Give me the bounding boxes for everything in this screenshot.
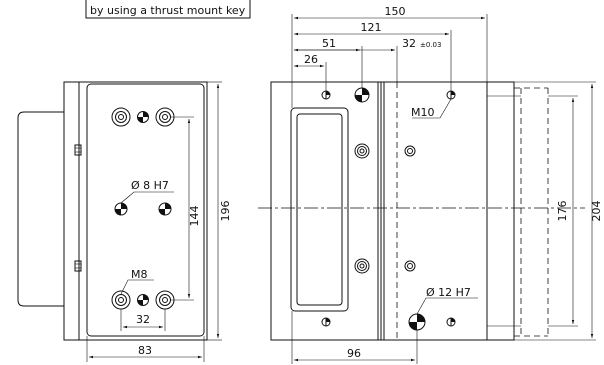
lube-nipple (354, 143, 370, 159)
thread-leader (412, 98, 452, 119)
tapped-hole (321, 317, 331, 327)
pin-hole-marker (158, 202, 172, 216)
pin-hole-leader (416, 297, 478, 315)
dim-196: 196 (219, 201, 232, 222)
lube-nipple (354, 258, 370, 274)
left-view: Ø 8 H7 M8 144 196 32 83 (17, 81, 232, 362)
dim-26: 26 (304, 53, 318, 66)
dim-32-right: 32 (402, 37, 416, 50)
dim-32-left: 32 (136, 313, 150, 326)
pin-hole-label-12: Ø 12 H7 (426, 286, 471, 299)
dim-150: 150 (385, 5, 406, 18)
note-text: by using a thrust mount key (90, 4, 246, 17)
note-box: by using a thrust mount key (85, 0, 251, 19)
pin-hole-leader (120, 191, 174, 204)
threaded-hole (111, 107, 131, 127)
tapped-hole (446, 90, 456, 100)
dim-96: 96 (347, 347, 361, 360)
dim-204: 204 (590, 201, 603, 222)
dowel-hole-marker (137, 294, 149, 306)
thread-leader (120, 279, 154, 295)
pin-hole-label: Ø 8 H7 (131, 179, 169, 192)
thread-label-m10: M10 (411, 106, 435, 119)
thread-label: M8 (131, 268, 148, 281)
pocket-outline (290, 107, 349, 312)
side-bolt-bottom (74, 260, 82, 272)
dim-tolerance: ±0.03 (420, 41, 441, 49)
dowel-hole-marker (137, 111, 149, 123)
tapped-hole (321, 90, 331, 100)
right-view: M10 Ø 12 H7 150 121 51 32 ±0.03 26 (258, 5, 603, 364)
end-cap-outline (486, 81, 515, 341)
mounting-plate (86, 83, 205, 337)
dowel-pin-marker (354, 87, 370, 103)
side-bolt-top (74, 144, 82, 156)
dim-121: 121 (361, 21, 382, 34)
dim-176: 176 (556, 201, 569, 222)
dim-51: 51 (322, 37, 336, 50)
hex-bolt (404, 260, 416, 272)
hex-bolt (404, 145, 416, 157)
body-outline (63, 81, 208, 341)
mount-flange-outline (17, 111, 64, 307)
pin-hole-marker (114, 202, 128, 216)
dim-83: 83 (138, 344, 152, 357)
carriage-outline (270, 81, 488, 341)
tapped-hole (446, 317, 456, 327)
dim-144: 144 (188, 206, 201, 227)
dowel-pin-marker (408, 313, 426, 331)
